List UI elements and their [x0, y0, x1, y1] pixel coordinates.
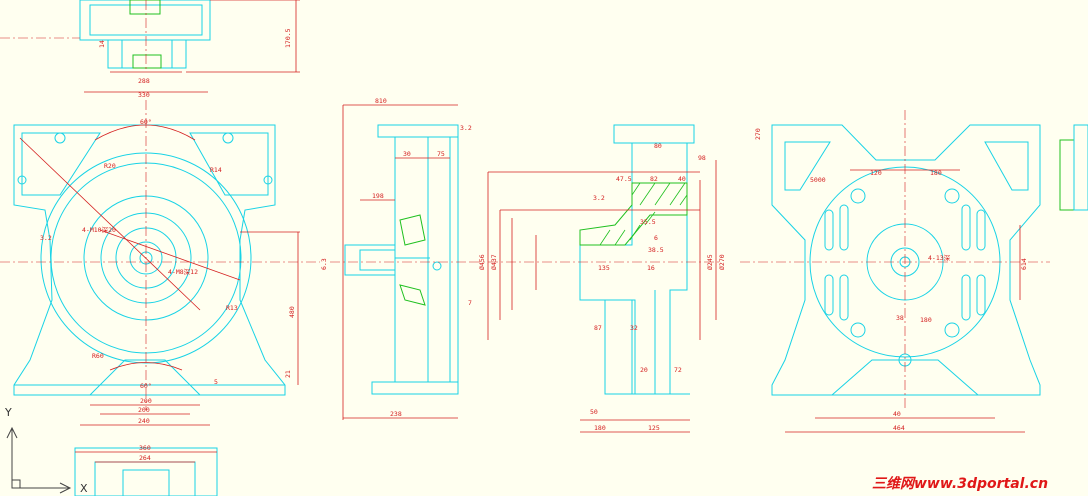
ucs-axis-icon: Y X: [4, 406, 88, 495]
dim-label: 16: [647, 264, 655, 272]
dim-label: 180: [920, 316, 932, 324]
dim-label: 14: [98, 40, 106, 48]
dim-label: 170.5: [284, 28, 292, 48]
dim-label: 288: [138, 77, 150, 85]
dim-label: 464: [893, 424, 905, 432]
dim-label: 330: [138, 91, 150, 99]
dim-label: 7: [468, 299, 472, 307]
bottom-view: 360 264: [74, 444, 218, 496]
ucs-x-label: X: [80, 482, 88, 495]
dim-label: 82: [650, 175, 658, 183]
dim-label: 200: [140, 397, 152, 405]
rear-view: 4-13深 5000 120 180 180 38 40 464 614 270: [740, 110, 1050, 433]
dim-label: 270: [754, 128, 762, 140]
dim-label: 21: [284, 370, 292, 378]
dim-label: 200: [138, 406, 150, 414]
section-hatch: [599, 182, 688, 246]
front-view: 60° 60° 4-M10深20 4-M8深12 3.2 200 200 240…: [0, 100, 320, 426]
dim-label: R60: [92, 352, 104, 360]
dim-label: 32: [630, 324, 638, 332]
dim-label: R20: [104, 162, 116, 170]
dim-label: R13: [226, 304, 238, 312]
dim-label: 30: [403, 150, 411, 158]
dim-label: 50: [590, 408, 598, 416]
side-view: 810 30 75 198 6.3 7 3.2 238: [320, 97, 472, 420]
dim-label: 35.5: [640, 218, 656, 226]
dim-label: 180: [930, 169, 942, 177]
dim-label: 4-13深: [928, 253, 951, 262]
dim-label: 6.3: [320, 258, 328, 270]
dim-label: 75: [437, 150, 445, 158]
dim-label: 80: [654, 142, 662, 150]
dim-label: 5000: [810, 176, 826, 184]
dim-label: 40: [678, 175, 686, 183]
dim-label: 60°: [140, 118, 152, 126]
dim-label: 60°: [140, 382, 152, 390]
dim-label: 87: [594, 324, 602, 332]
dim-label: Ø437: [490, 254, 498, 270]
dim-label: 5: [214, 378, 218, 386]
dim-label: 4-M10深20: [82, 225, 116, 234]
watermark: 三维网www.3dportal.cn: [872, 475, 1048, 492]
dim-label: 4-M8深12: [168, 267, 198, 276]
dim-label: 3.2: [460, 124, 472, 132]
dim-label: 360: [139, 444, 151, 452]
dim-label: R14: [210, 166, 222, 174]
dim-label: 480: [288, 306, 296, 318]
dim-label: 38.5: [648, 246, 664, 254]
partial-view-right: [1059, 124, 1088, 211]
dim-label: Ø245: [706, 254, 714, 270]
dim-label: 810: [375, 97, 387, 105]
dim-label: 3.2: [40, 234, 52, 242]
dim-label: 47.5: [616, 175, 632, 183]
dim-label: 20: [640, 366, 648, 374]
dim-label: Ø270: [718, 254, 726, 270]
dim-label: 240: [138, 417, 150, 425]
dim-label: 3.2: [593, 194, 605, 202]
dim-label: 6: [654, 234, 658, 242]
dim-label: 238: [390, 410, 402, 418]
dim-label: 264: [139, 454, 151, 462]
dim-label: 98: [698, 154, 706, 162]
ucs-y-label: Y: [4, 406, 12, 419]
dim-label: 38: [896, 314, 904, 322]
rib-slots: [824, 204, 986, 321]
top-view: 288 330 170.5 14: [0, 0, 300, 99]
dim-label: Ø456: [478, 254, 486, 270]
dim-label: 40: [893, 410, 901, 418]
section-view: 3.2 47.5 82 40 80 35.5 6 135 16 87 32 50…: [470, 124, 726, 433]
dim-label: 180: [594, 424, 606, 432]
dim-label: 614: [1020, 258, 1028, 270]
dim-label: 120: [870, 169, 882, 177]
dim-label: 135: [598, 264, 610, 272]
dim-label: 125: [648, 424, 660, 432]
dim-label: 72: [674, 366, 682, 374]
dim-label: 198: [372, 192, 384, 200]
